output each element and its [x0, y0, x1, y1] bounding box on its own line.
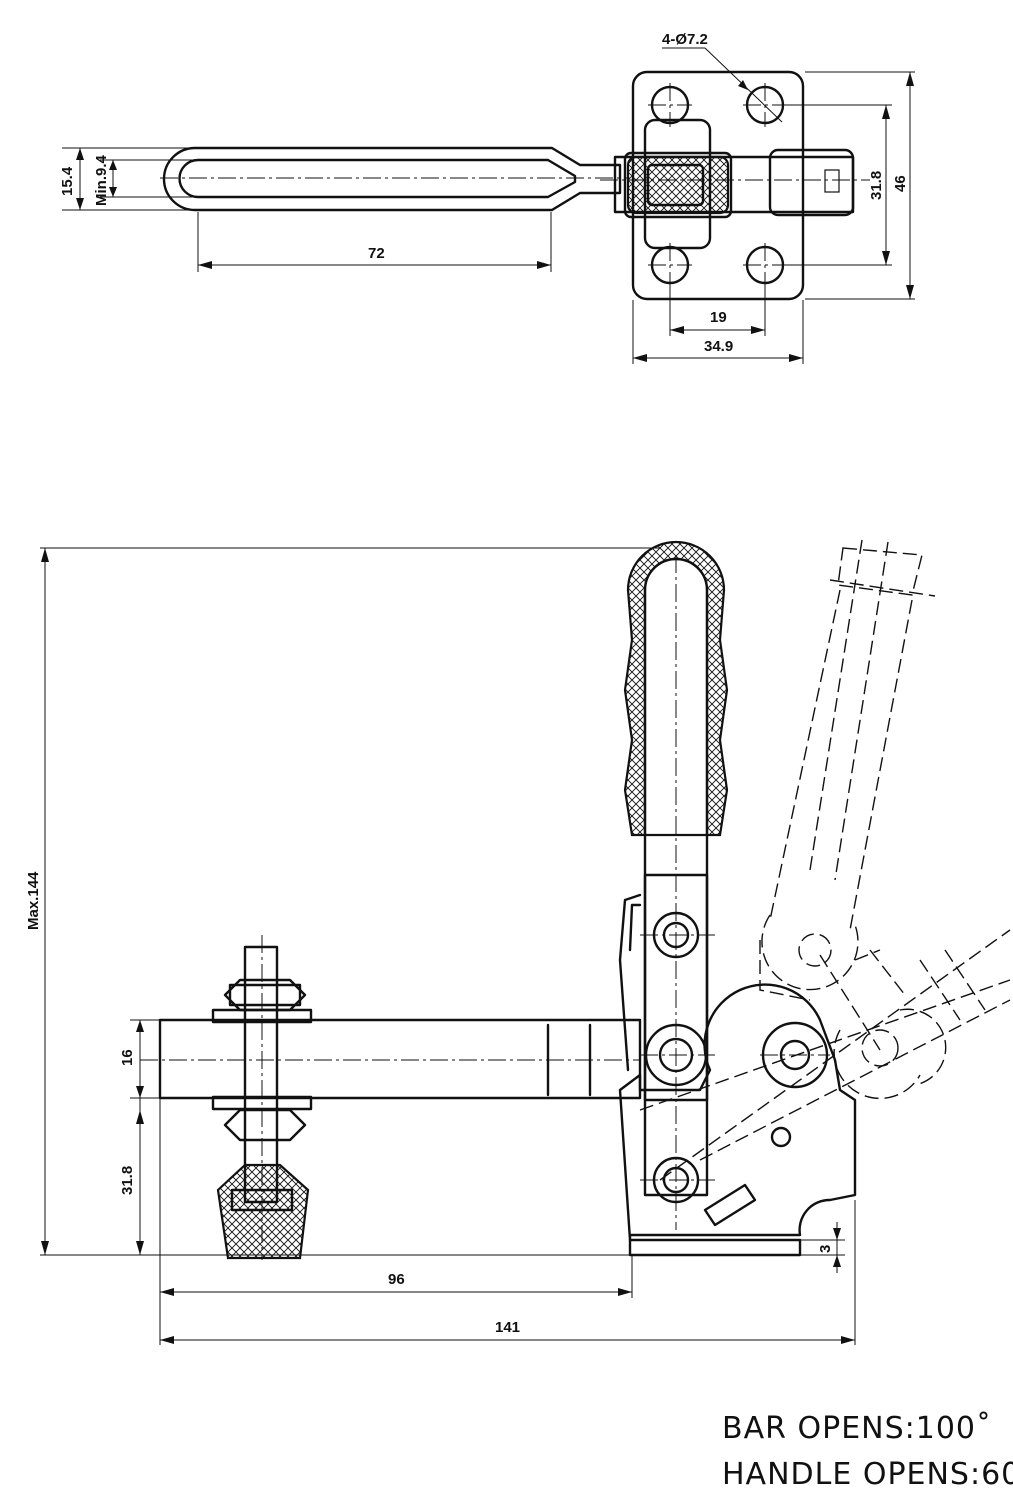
dim-bar-reach: 96	[388, 1271, 405, 1288]
dim-min-opening: Min.9.4	[93, 154, 110, 206]
handle-opens-note: HANDLE OPENS:60˚	[722, 1457, 1013, 1492]
side-view: Max.144 16 31.8 96 141 3	[25, 539, 1011, 1345]
dim-bar-thickness: 16	[119, 1049, 136, 1066]
dim-hole-spacing-v: 31.8	[868, 171, 885, 200]
open-position-phantom	[639, 539, 1011, 1181]
dim-base-width: 34.9	[704, 338, 733, 355]
dim-hole-spacing-h: 19	[710, 309, 727, 326]
dim-handle-length: 72	[368, 245, 385, 262]
dim-max-height: Max.144	[25, 871, 42, 930]
dim-base-height: 46	[892, 175, 909, 192]
hole-spec-label: 4-Ø7.2	[662, 31, 708, 48]
bar-opens-note: BAR OPENS:100˚	[722, 1411, 992, 1446]
dim-bar-height: 31.8	[119, 1166, 136, 1195]
dim-overall-length: 141	[495, 1319, 520, 1336]
dim-base-thickness: 3	[817, 1245, 834, 1253]
dim-grip-height: 15.4	[59, 166, 76, 196]
top-view: 4-Ø7.2 15.4 Min.9.4 72 31.8	[59, 31, 915, 364]
